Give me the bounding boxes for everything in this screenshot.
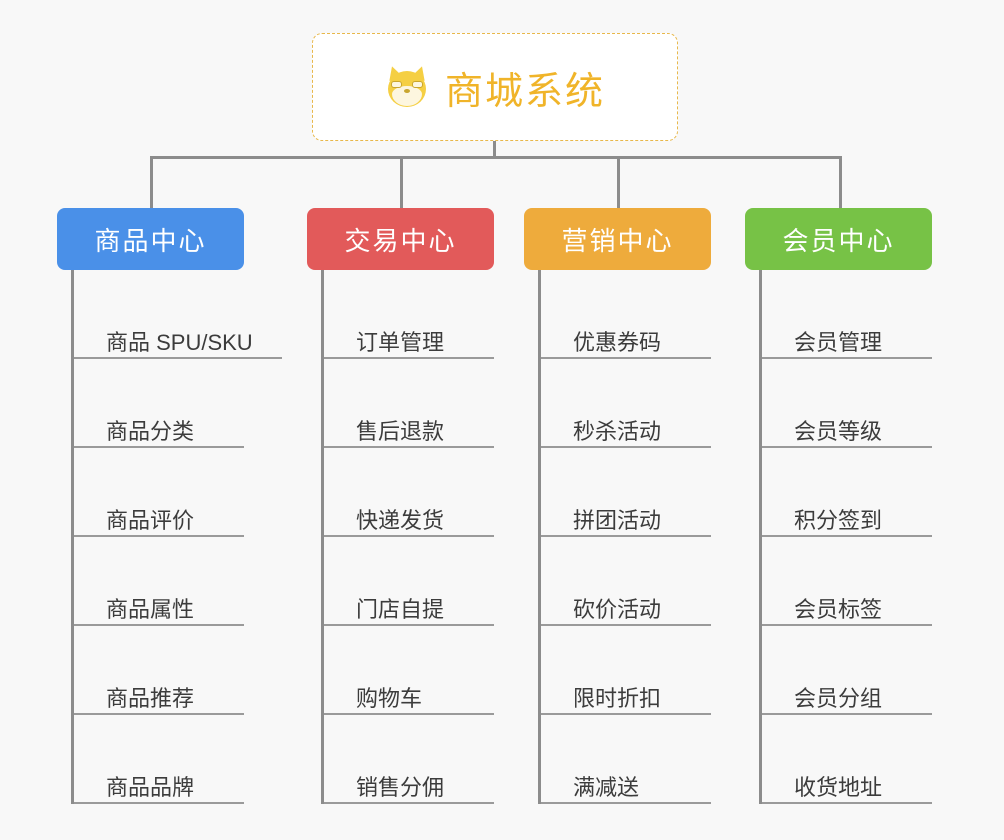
leaf-item[interactable]: 购物车 bbox=[324, 626, 494, 715]
leaf-label: 拼团活动 bbox=[573, 507, 662, 533]
leaf-label: 商品分类 bbox=[106, 418, 195, 444]
connector-drop-branch-2 bbox=[400, 156, 403, 208]
leaf-item[interactable]: 积分签到 bbox=[762, 448, 932, 537]
leaf-item[interactable]: 售后退款 bbox=[324, 359, 494, 448]
branch-column-marketing: 营销中心 优惠券码 秒杀活动 拼团活动 砍价活动 限时折扣 满减送 bbox=[524, 208, 744, 804]
leaf-item[interactable]: 限时折扣 bbox=[541, 626, 711, 715]
leaf-label: 购物车 bbox=[356, 685, 423, 711]
leaf-list-member: 会员管理 会员等级 积分签到 会员标签 会员分组 收货地址 bbox=[759, 270, 965, 804]
leaf-item[interactable]: 优惠券码 bbox=[541, 270, 711, 359]
leaf-label: 门店自提 bbox=[356, 596, 445, 622]
leaf-label: 满减送 bbox=[573, 774, 640, 800]
shiba-dog-shape bbox=[385, 64, 429, 108]
leaf-item[interactable]: 商品推荐 bbox=[74, 626, 244, 715]
branch-header-member[interactable]: 会员中心 bbox=[745, 208, 932, 270]
leaf-label: 砍价活动 bbox=[573, 596, 662, 622]
leaf-item[interactable]: 砍价活动 bbox=[541, 537, 711, 626]
leaf-label: 售后退款 bbox=[356, 418, 445, 444]
dog-eye-left-icon bbox=[390, 81, 402, 88]
leaf-label: 商品属性 bbox=[106, 596, 195, 622]
leaf-label: 收货地址 bbox=[794, 774, 883, 800]
leaf-item[interactable]: 会员管理 bbox=[762, 270, 932, 359]
leaf-label: 秒杀活动 bbox=[573, 418, 662, 444]
root-node[interactable]: 商城系统 bbox=[312, 33, 678, 141]
connector-drop-branch-3 bbox=[617, 156, 620, 208]
connector-drop-branch-4 bbox=[839, 156, 842, 208]
leaf-label: 商品品牌 bbox=[106, 774, 195, 800]
leaf-item[interactable]: 商品属性 bbox=[74, 537, 244, 626]
dog-nose-icon bbox=[403, 89, 410, 93]
leaf-item[interactable]: 销售分佣 bbox=[324, 715, 494, 804]
connector-root-stem bbox=[493, 141, 496, 158]
leaf-item[interactable]: 门店自提 bbox=[324, 537, 494, 626]
connector-drop-branch-1 bbox=[150, 156, 153, 208]
leaf-item[interactable]: 商品分类 bbox=[74, 359, 244, 448]
leaf-list-marketing: 优惠券码 秒杀活动 拼团活动 砍价活动 限时折扣 满减送 bbox=[538, 270, 744, 804]
leaf-item[interactable]: 秒杀活动 bbox=[541, 359, 711, 448]
leaf-list-product: 商品 SPU/SKU 商品分类 商品评价 商品属性 商品推荐 商品品牌 bbox=[71, 270, 297, 804]
leaf-item[interactable]: 商品品牌 bbox=[74, 715, 244, 804]
leaf-label: 快递发货 bbox=[356, 507, 445, 533]
leaf-item[interactable]: 会员等级 bbox=[762, 359, 932, 448]
leaf-label: 优惠券码 bbox=[573, 329, 662, 355]
branch-column-trade: 交易中心 订单管理 售后退款 快递发货 门店自提 购物车 销售分佣 bbox=[307, 208, 527, 804]
leaf-label: 会员管理 bbox=[794, 329, 883, 355]
leaf-label: 销售分佣 bbox=[356, 774, 445, 800]
leaf-label: 会员等级 bbox=[794, 418, 883, 444]
leaf-label: 限时折扣 bbox=[573, 685, 662, 711]
branch-header-trade[interactable]: 交易中心 bbox=[307, 208, 494, 270]
leaf-label: 商品 SPU/SKU bbox=[106, 329, 253, 355]
branch-header-marketing[interactable]: 营销中心 bbox=[524, 208, 711, 270]
branch-header-product[interactable]: 商品中心 bbox=[57, 208, 244, 270]
root-title: 商城系统 bbox=[444, 70, 605, 113]
leaf-label: 商品推荐 bbox=[106, 685, 195, 711]
leaf-item[interactable]: 拼团活动 bbox=[541, 448, 711, 537]
leaf-item[interactable]: 会员分组 bbox=[762, 626, 932, 715]
leaf-item[interactable]: 会员标签 bbox=[762, 537, 932, 626]
leaf-item[interactable]: 收货地址 bbox=[762, 715, 932, 804]
dog-muzzle-icon bbox=[391, 86, 422, 106]
leaf-item[interactable]: 订单管理 bbox=[324, 270, 494, 359]
leaf-label: 会员标签 bbox=[794, 596, 883, 622]
leaf-list-trade: 订单管理 售后退款 快递发货 门店自提 购物车 销售分佣 bbox=[321, 270, 527, 804]
leaf-label: 积分签到 bbox=[794, 507, 883, 533]
leaf-item[interactable]: 商品 SPU/SKU bbox=[74, 270, 282, 359]
leaf-item[interactable]: 快递发货 bbox=[324, 448, 494, 537]
connector-horizontal-bus bbox=[150, 156, 841, 159]
branch-column-member: 会员中心 会员管理 会员等级 积分签到 会员标签 会员分组 收货地址 bbox=[745, 208, 965, 804]
leaf-item[interactable]: 商品评价 bbox=[74, 448, 244, 537]
leaf-label: 会员分组 bbox=[794, 685, 883, 711]
leaf-item[interactable]: 满减送 bbox=[541, 715, 711, 804]
shiba-dog-icon bbox=[385, 64, 431, 110]
leaf-label: 商品评价 bbox=[106, 507, 195, 533]
dog-eye-right-icon bbox=[411, 81, 423, 88]
branch-column-product: 商品中心 商品 SPU/SKU 商品分类 商品评价 商品属性 商品推荐 商品品牌 bbox=[57, 208, 297, 804]
leaf-label: 订单管理 bbox=[356, 329, 445, 355]
